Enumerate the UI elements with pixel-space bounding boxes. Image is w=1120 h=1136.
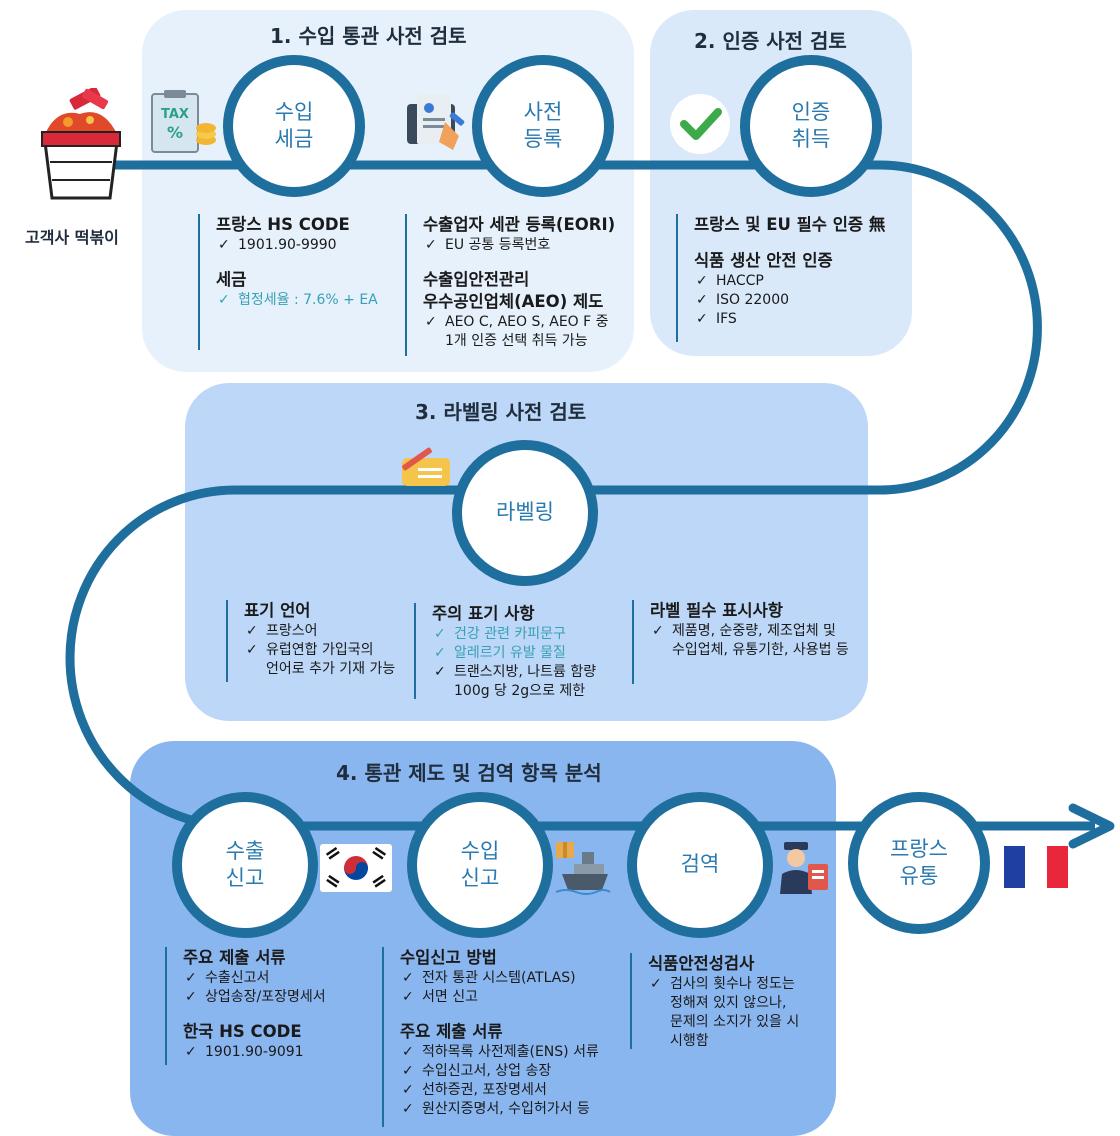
list-item: 건강 관련 카피문구	[432, 625, 632, 644]
section1-title: 1. 수입 통관 사전 검토	[270, 24, 467, 48]
labeling-step: 라벨링	[452, 440, 598, 586]
export-docs-list: 수출신고서 상업송장/포장명세서	[183, 969, 373, 1007]
svg-text:TAX: TAX	[161, 107, 189, 122]
list-item: 알레르기 유발 물질	[432, 644, 632, 663]
food-inspection-heading: 식품안전성검사	[648, 954, 755, 973]
section2-title: 2. 인증 사전 검토	[694, 29, 847, 53]
fr-hs-list: 1901.90-9990	[216, 236, 406, 255]
export-declaration-label: 수출 신고	[225, 838, 265, 890]
labeling-label: 라벨링	[496, 500, 554, 525]
import-declaration-label: 수입 신고	[460, 838, 500, 890]
quarantine-step: 검역	[627, 792, 773, 938]
export-declaration-step: 수출 신고	[172, 792, 318, 938]
food-safety-list: HACCP ISO 22000 IFS	[694, 272, 922, 329]
tax-list: 협정세율 : 7.6% + EA	[216, 291, 406, 310]
list-item: AEO C, AEO S, AEO F 중 1개 인증 선택 취득 가능	[423, 313, 645, 351]
eori-heading: 수출업자 세관 등록(EORI)	[423, 215, 616, 234]
tax-document-icon: TAX %	[150, 90, 216, 156]
list-item: 서면 신고	[400, 988, 636, 1007]
list-item: 협정세율 : 7.6% + EA	[216, 291, 406, 310]
france-distribution-label: 프랑스 유통	[890, 836, 948, 888]
list-item: 프랑스어	[244, 622, 416, 641]
list-item: 1901.90-9990	[216, 236, 406, 255]
import-method-heading: 수입신고 방법	[400, 948, 497, 967]
section1-hs-block: 프랑스 HS CODE 1901.90-9990 세금 협정세율 : 7.6% …	[198, 214, 406, 350]
label-required-list: 제품명, 순중량, 제조업체 및 수입업체, 유통기한, 사용법 등	[650, 622, 876, 660]
korea-flag-icon	[320, 844, 392, 892]
import-docs-heading: 주요 제출 서류	[400, 1022, 503, 1041]
label-writing-icon	[398, 446, 454, 488]
label-language-block: 표기 언어 프랑스어 유럽연합 가입국의 언어로 추가 기재 가능	[226, 600, 416, 682]
import-tax-label: 수입 세금	[274, 99, 314, 151]
list-item: 상업송장/포장명세서	[183, 988, 373, 1007]
tax-heading: 세금	[216, 270, 247, 289]
fr-hs-heading: 프랑스 HS CODE	[216, 215, 350, 234]
customs-officer-icon	[776, 838, 832, 896]
label-caution-list: 건강 관련 카피문구 알레르기 유발 물질 트랜스지방, 나트륨 함량 100g…	[432, 625, 632, 701]
section1-eori-block: 수출업자 세관 등록(EORI) EU 공통 등록번호 수출입안전관리 우수공인…	[405, 214, 645, 356]
label-caution-block: 주의 표기 사항 건강 관련 카피문구 알레르기 유발 물질 트랜스지방, 나트…	[414, 603, 632, 699]
list-item: 트랜스지방, 나트륨 함량 100g 당 2g으로 제한	[432, 663, 632, 701]
list-item: 적하목록 사전제출(ENS) 서류	[400, 1043, 636, 1062]
section3-title: 3. 라벨링 사전 검토	[415, 400, 587, 424]
cargo-ship-icon	[552, 838, 612, 896]
label-language-heading: 표기 언어	[244, 601, 311, 620]
pre-registration-label: 사전 등록	[523, 99, 563, 151]
food-inspection-list: 검사의 횟수나 정도는 정해져 있지 않으나, 문제의 소지가 있을 시 시행함	[648, 975, 840, 1051]
section2-cert-block: 프랑스 및 EU 필수 인증 無 식품 생산 안전 인증 HACCP ISO 2…	[676, 214, 922, 342]
export-docs-block: 주요 제출 서류 수출신고서 상업송장/포장명세서 한국 HS CODE 190…	[165, 947, 373, 1065]
aeo-heading-1: 수출입안전관리	[423, 270, 530, 289]
import-method-block: 수입신고 방법 전자 통관 시스템(ATLAS) 서면 신고 주요 제출 서류 …	[382, 947, 636, 1127]
eori-list: EU 공통 등록번호	[423, 236, 645, 255]
list-item: 제품명, 순중량, 제조업체 및 수입업체, 유통기한, 사용법 등	[650, 622, 876, 660]
aeo-list: AEO C, AEO S, AEO F 중 1개 인증 선택 취득 가능	[423, 313, 645, 351]
list-item: ISO 22000	[694, 291, 922, 310]
list-item: 전자 통관 시스템(ATLAS)	[400, 969, 636, 988]
france-distribution-step: 프랑스 유통	[848, 792, 990, 934]
label-caution-heading: 주의 표기 사항	[432, 604, 535, 623]
svg-text:%: %	[167, 123, 183, 142]
tteokbokki-icon	[38, 86, 124, 206]
import-method-list: 전자 통관 시스템(ATLAS) 서면 신고	[400, 969, 636, 1007]
label-required-heading: 라벨 필수 표시사항	[650, 601, 783, 620]
kr-hs-heading: 한국 HS CODE	[183, 1022, 302, 1041]
food-inspection-block: 식품안전성검사 검사의 횟수나 정도는 정해져 있지 않으나, 문제의 소지가 …	[630, 953, 840, 1049]
quarantine-label: 검역	[680, 852, 720, 877]
certification-label: 인증 취득	[791, 99, 831, 151]
checkmark-icon	[666, 92, 736, 156]
import-tax-step: 수입 세금	[223, 55, 365, 197]
list-item: IFS	[694, 310, 922, 329]
list-item: 수출신고서	[183, 969, 373, 988]
list-item: 검사의 횟수나 정도는 정해져 있지 않으나, 문제의 소지가 있을 시 시행함	[648, 975, 840, 1051]
list-item: 수입신고서, 상업 송장	[400, 1062, 636, 1081]
food-safety-heading: 식품 생산 안전 인증	[694, 251, 833, 270]
import-declaration-step: 수입 신고	[407, 792, 553, 938]
certification-step: 인증 취득	[740, 55, 882, 197]
start-caption: 고객사 떡볶이	[25, 228, 119, 247]
list-item: 원산지증명서, 수입허가서 등	[400, 1100, 636, 1119]
aeo-heading-2: 우수공인업체(AEO) 제도	[423, 292, 604, 311]
kr-hs-list: 1901.90-9091	[183, 1043, 373, 1062]
list-item: 유럽연합 가입국의 언어로 추가 기재 가능	[244, 641, 416, 679]
pre-registration-step: 사전 등록	[472, 55, 614, 197]
list-item: HACCP	[694, 272, 922, 291]
eu-cert-heading: 프랑스 및 EU 필수 인증 無	[694, 215, 886, 234]
list-item: 1901.90-9091	[183, 1043, 373, 1062]
section4-title: 4. 통관 제도 및 검역 항목 분석	[336, 761, 602, 785]
registration-form-icon	[405, 92, 469, 154]
label-language-list: 프랑스어 유럽연합 가입국의 언어로 추가 기재 가능	[244, 622, 416, 679]
label-required-block: 라벨 필수 표시사항 제품명, 순중량, 제조업체 및 수입업체, 유통기한, …	[632, 600, 876, 684]
export-docs-heading: 주요 제출 서류	[183, 948, 286, 967]
list-item: EU 공통 등록번호	[423, 236, 645, 255]
import-docs-list: 적하목록 사전제출(ENS) 서류 수입신고서, 상업 송장 선하증권, 포장명…	[400, 1043, 636, 1119]
list-item: 선하증권, 포장명세서	[400, 1081, 636, 1100]
france-flag-icon	[1004, 846, 1068, 888]
